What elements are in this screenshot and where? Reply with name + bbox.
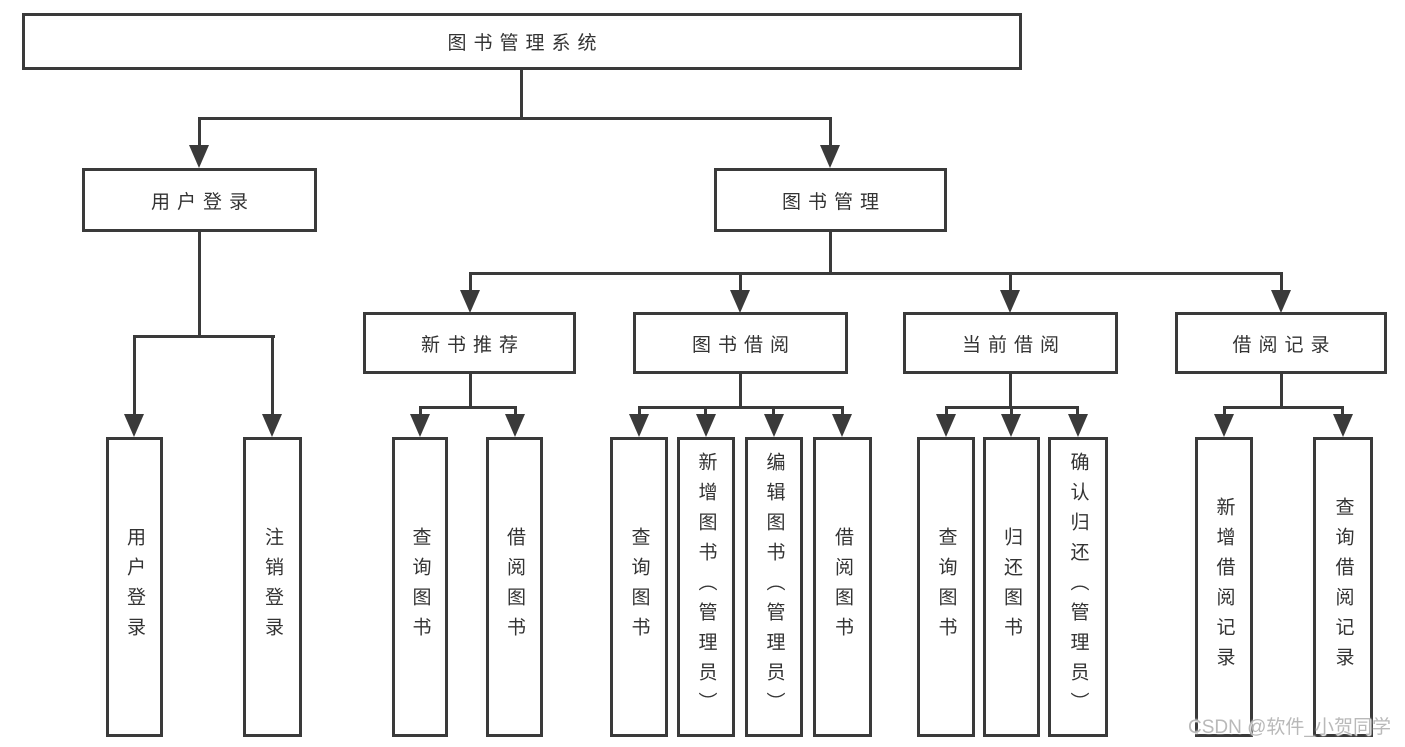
arrow-down-icon: [629, 414, 649, 437]
connector-user-login-stem: [198, 117, 201, 147]
connector-leaf-stem: [945, 408, 948, 416]
leaf-add-borrow-record-label: 新增借阅记录: [1213, 497, 1235, 677]
leaf-query-books-2-label: 查询图书: [628, 527, 650, 647]
arrow-down-icon: [820, 145, 840, 168]
leaf-logout: 注销登录: [243, 437, 302, 737]
node-new-book-rec: 新书推荐: [363, 312, 576, 374]
leaf-borrow-books-2-label: 借阅图书: [832, 527, 853, 647]
connector-book-borrow-down: [739, 372, 742, 408]
node-borrow-records-label: 借阅记录: [1232, 334, 1337, 356]
arrow-down-icon: [696, 414, 716, 437]
connector-leaf-stem: [638, 408, 641, 416]
connector-leaf-stem: [419, 408, 422, 416]
leaf-query-books-1-label: 查询图书: [409, 527, 431, 647]
node-borrow-records: 借阅记录: [1175, 312, 1387, 374]
leaf-query-books-3: 查询图书: [917, 437, 975, 737]
connector-leaf-stem: [1010, 408, 1013, 416]
arrow-down-icon: [1001, 414, 1021, 437]
connector-new-book-rec-stem: [469, 274, 472, 292]
connector-leaf-stem: [1223, 408, 1226, 416]
arrow-down-icon: [730, 290, 750, 313]
leaf-confirm-return-admin-label: 确认归还（管理员）: [1067, 452, 1089, 722]
leaf-add-borrow-record: 新增借阅记录: [1195, 437, 1253, 737]
leaf-edit-book-admin: 编辑图书（管理员）: [745, 437, 803, 737]
arrow-down-icon: [1214, 414, 1234, 437]
arrow-down-icon: [1333, 414, 1353, 437]
connector-borrow-records-down: [1280, 372, 1283, 408]
node-new-book-rec-label: 新书推荐: [420, 334, 525, 356]
node-current-borrow: 当前借阅: [903, 312, 1118, 374]
connector-leaf-logout-stem: [271, 337, 274, 417]
arrow-down-icon: [1271, 290, 1291, 313]
connector-book-borrow-bar: [638, 406, 844, 409]
connector-book-borrow-stem: [739, 274, 742, 292]
leaf-edit-book-admin-label: 编辑图书（管理员）: [763, 452, 785, 722]
leaf-add-book-admin-label: 新增图书（管理员）: [695, 452, 717, 722]
connector-new-book-rec-down: [469, 372, 472, 408]
leaf-query-borrow-record-label: 查询借阅记录: [1332, 497, 1354, 677]
arrow-down-icon: [832, 414, 852, 437]
leaf-add-book-admin: 新增图书（管理员）: [677, 437, 735, 737]
connector-root-stem: [520, 68, 523, 119]
arrow-down-icon: [1068, 414, 1088, 437]
leaf-user-login: 用户登录: [106, 437, 163, 737]
node-root: 图书管理系统: [22, 13, 1022, 70]
node-book-borrow: 图书借阅: [633, 312, 848, 374]
node-book-borrow-label: 图书借阅: [691, 334, 796, 356]
connector-borrow-records-stem: [1280, 274, 1283, 292]
connector-book-mgmt-stem: [829, 117, 832, 147]
connector-leaf-stem: [1076, 408, 1079, 416]
connector-leaf-user-login-stem: [133, 337, 136, 417]
node-book-mgmt: 图书管理: [714, 168, 947, 232]
connector-leaf-stem: [772, 408, 775, 416]
leaf-query-books-2: 查询图书: [610, 437, 668, 737]
arrow-down-icon: [189, 145, 209, 168]
node-root-label: 图书管理系统: [447, 33, 604, 54]
connector-current-borrow-stem: [1009, 274, 1012, 292]
node-current-borrow-label: 当前借阅: [961, 334, 1066, 356]
connector-current-borrow-down: [1009, 372, 1012, 408]
arrow-down-icon: [505, 414, 525, 437]
leaf-borrow-books-1-label: 借阅图书: [504, 527, 525, 647]
node-book-mgmt-label: 图书管理: [781, 191, 886, 213]
connector-sections-bar: [469, 272, 1283, 275]
arrow-down-icon: [1000, 290, 1020, 313]
leaf-borrow-books-1: 借阅图书: [486, 437, 543, 737]
connector-user-children-bar: [133, 335, 275, 338]
arrow-down-icon: [262, 414, 282, 437]
leaf-query-books-1: 查询图书: [392, 437, 448, 737]
leaf-borrow-books-2: 借阅图书: [813, 437, 872, 737]
leaf-return-book-label: 归还图书: [1001, 527, 1022, 647]
watermark: CSDN @软件_小贺同学: [1188, 717, 1391, 738]
arrow-down-icon: [410, 414, 430, 437]
connector-leaf-stem: [841, 408, 844, 416]
node-user-login: 用户登录: [82, 168, 317, 232]
connector-leaf-stem: [1341, 408, 1344, 416]
connector-leaf-stem: [514, 408, 517, 416]
connector-current-borrow-bar: [945, 406, 1079, 409]
node-user-login-label: 用户登录: [150, 191, 255, 213]
leaf-query-books-3-label: 查询图书: [935, 527, 957, 647]
connector-user-branch-down: [198, 230, 201, 337]
arrow-down-icon: [124, 414, 144, 437]
connector-borrow-records-bar: [1223, 406, 1344, 409]
connector-book-mgmt-down: [829, 230, 832, 274]
connector-level1-bar: [198, 117, 832, 120]
leaf-query-borrow-record: 查询借阅记录: [1313, 437, 1373, 737]
leaf-confirm-return-admin: 确认归还（管理员）: [1048, 437, 1108, 737]
leaf-logout-label: 注销登录: [262, 527, 283, 647]
arrow-down-icon: [764, 414, 784, 437]
leaf-user-login-label: 用户登录: [124, 527, 145, 647]
arrow-down-icon: [936, 414, 956, 437]
connector-leaf-stem: [704, 408, 707, 416]
arrow-down-icon: [460, 290, 480, 313]
leaf-return-book: 归还图书: [983, 437, 1040, 737]
connector-new-book-rec-bar: [419, 406, 517, 409]
